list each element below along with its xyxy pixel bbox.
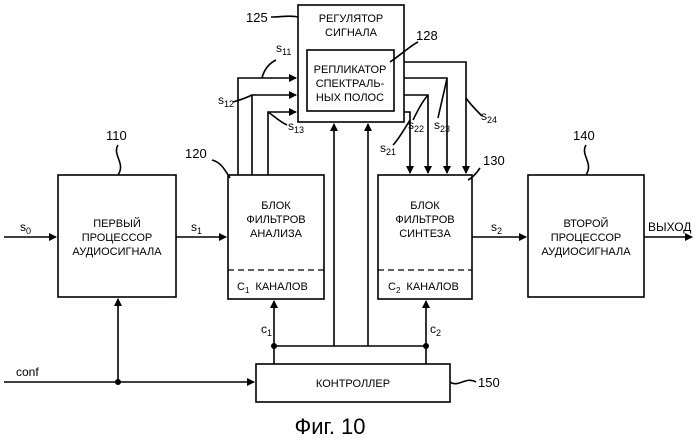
c1-junction-dot	[271, 343, 277, 349]
ref-125: 125	[246, 10, 268, 25]
figure-caption: Фиг. 10	[294, 414, 365, 439]
synthesis-channels-label: C2КАНАЛОВ	[388, 281, 459, 295]
analysis-filterbank-line-3: АНАЛИЗА	[250, 228, 303, 240]
signal-s22: s22	[408, 118, 424, 134]
signal-s11: s11	[276, 41, 291, 57]
band-replicator-line-1: РЕПЛИКАТОР	[314, 64, 387, 76]
second-processor-line-3: АУДИОСИГНАЛА	[541, 246, 631, 258]
ref-130-leader	[468, 168, 480, 180]
signal-s24: s24	[481, 109, 497, 125]
synthesis-filterbank-line-3: СИНТЕЗА	[399, 228, 451, 240]
signal-c1: c1	[261, 322, 272, 338]
signal-s1: s1	[191, 220, 202, 236]
first-processor-line-1: ПЕРВЫЙ	[93, 217, 141, 230]
analysis-filterbank-line-1: БЛОК	[261, 200, 291, 212]
second-processor-line-2: ПРОЦЕССОР	[551, 232, 622, 244]
controller-label: КОНТРОЛЛЕР	[316, 378, 390, 390]
signal-output: ВЫХОД	[648, 220, 691, 234]
signal-conf: conf	[16, 365, 39, 379]
band-replicator-line-2: СПЕКТРАЛЬ-	[316, 78, 385, 90]
ref-120: 120	[185, 146, 207, 161]
s12-leader	[233, 95, 252, 102]
first-processor-line-2: ПРОЦЕССОР	[82, 232, 153, 244]
first-processor-line-3: АУДИОСИГНАЛА	[72, 246, 162, 258]
signal-s0: s0	[20, 220, 31, 236]
signal-regulator-line-2: СИГНАЛА	[325, 27, 378, 39]
signal-s2: s2	[491, 220, 502, 236]
ref-110-leader	[116, 145, 120, 175]
ref-110: 110	[106, 128, 127, 143]
signal-s12: s12	[218, 93, 234, 109]
s23-leader	[438, 78, 447, 118]
signal-regulator-line-1: РЕГУЛЯТОР	[319, 13, 384, 25]
s11-leader	[262, 60, 276, 78]
s22-leader	[413, 95, 428, 120]
ref-140-leader	[584, 145, 588, 175]
ref-130: 130	[483, 153, 505, 168]
s24-leader	[466, 98, 482, 116]
second-processor-line-1: ВТОРОЙ	[564, 217, 609, 230]
ref-140: 140	[573, 128, 595, 143]
analysis-channels-label: C1КАНАЛОВ	[237, 281, 308, 295]
synthesis-filterbank-line-2: ФИЛЬТРОВ	[395, 214, 454, 226]
ref-125-leader	[271, 16, 298, 17]
conf-junction-dot	[115, 379, 121, 385]
ref-150: 150	[478, 375, 500, 390]
analysis-filterbank-line-2: ФИЛЬТРОВ	[246, 214, 305, 226]
s12-line	[252, 95, 296, 175]
s13-leader	[268, 112, 287, 125]
c2-junction-dot	[423, 343, 429, 349]
s22-line	[404, 95, 428, 173]
signal-c2: c2	[430, 322, 441, 338]
ref-150-leader	[450, 380, 476, 383]
ref-128: 128	[416, 28, 438, 43]
band-replicator-line-3: НЫХ ПОЛОС	[316, 92, 384, 104]
synthesis-filterbank-line-1: БЛОК	[410, 200, 440, 212]
